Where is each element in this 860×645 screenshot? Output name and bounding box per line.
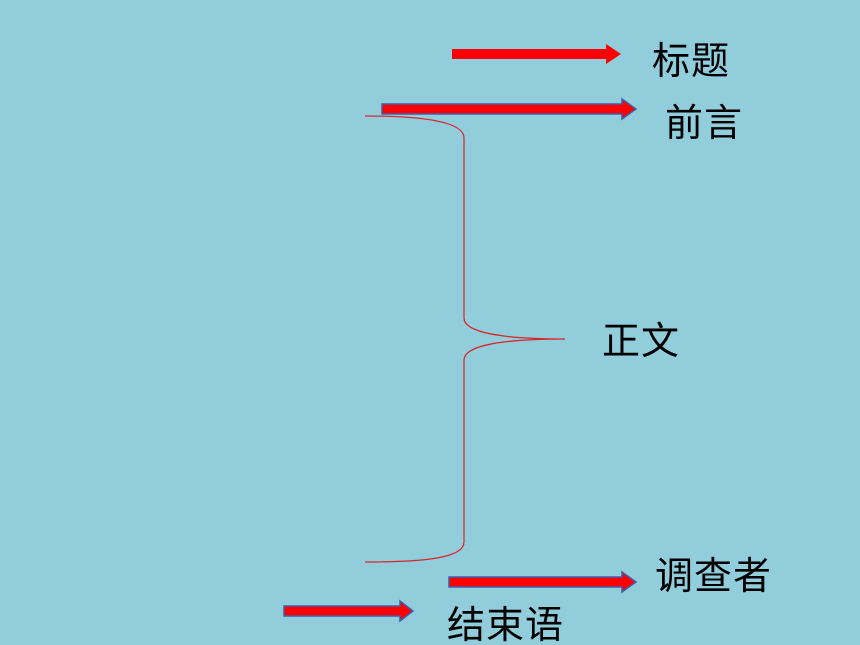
arrow-to-preface	[381, 97, 638, 121]
label-surveyor: 调查者	[655, 554, 773, 598]
arrow-to-title	[452, 44, 621, 64]
body-brace	[364, 115, 566, 563]
label-preface: 前言	[665, 101, 744, 145]
label-closing: 结束语	[447, 603, 565, 645]
arrow-to-surveyor	[448, 570, 638, 594]
arrow-to-closing	[283, 599, 415, 623]
label-body: 正文	[602, 319, 681, 363]
label-title: 标题	[652, 39, 731, 83]
